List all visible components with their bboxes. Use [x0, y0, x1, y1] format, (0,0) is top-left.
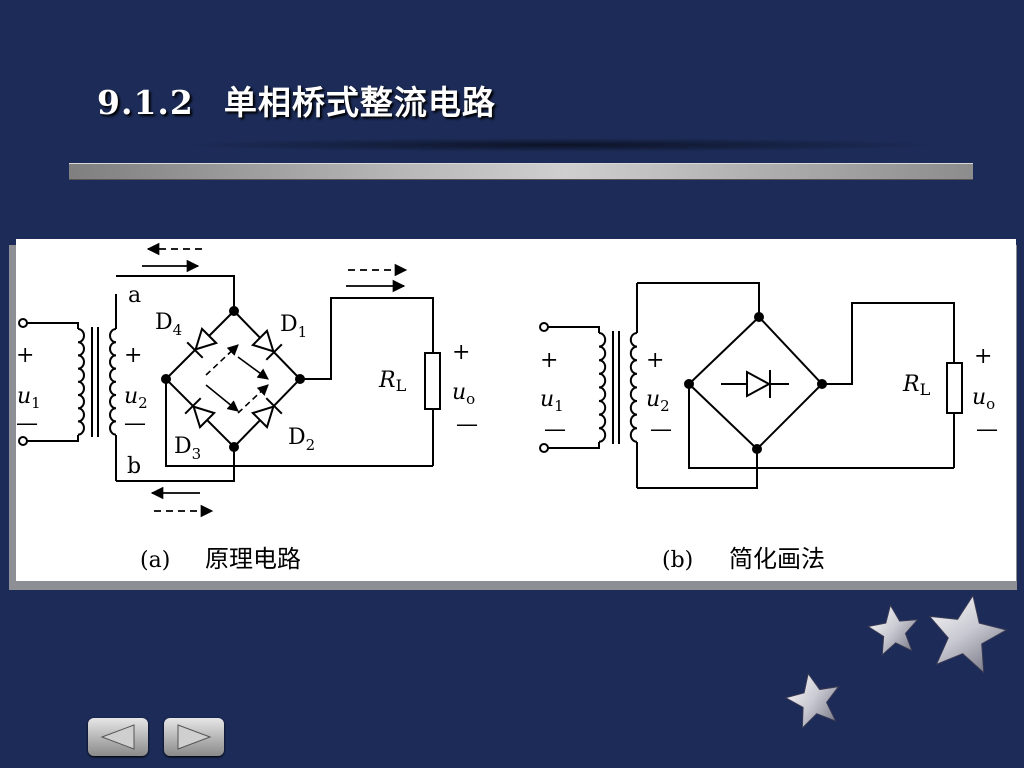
star-icon [866, 603, 919, 657]
title-rule [69, 163, 973, 180]
star-icon [784, 672, 840, 730]
diode-d4-symbol [186, 326, 219, 359]
diagram-b-secondary-winding [629, 283, 638, 488]
uo-plus: + [452, 340, 470, 365]
circuit-diagrams: a b D4 D1 D3 D2 + u1 — + u2 — RL + uo — … [16, 242, 998, 573]
node-b-bottom [752, 444, 762, 454]
diagram-a-core [91, 327, 99, 437]
node-left [161, 374, 171, 384]
node-b-right [817, 379, 827, 389]
b-load-label: RL [902, 372, 931, 399]
b-uo-minus: — [976, 417, 998, 442]
diode-d2-symbol [250, 397, 283, 430]
title-rule-shadow [180, 138, 940, 152]
u2-minus: — [124, 411, 146, 436]
b-u1-plus: + [540, 348, 558, 373]
u2-label: u2 [124, 384, 148, 412]
diagram-a-secondary-winding [109, 294, 117, 481]
diagram-b-primary-winding [539, 322, 607, 453]
star-icon [928, 594, 1008, 674]
decorative-stars [784, 594, 1008, 730]
b-u2-minus: — [650, 417, 672, 442]
caption-b-tag: (b) [662, 548, 693, 573]
diagram-a-load-resistor [424, 352, 441, 410]
u1-plus: + [16, 343, 34, 368]
diode-d2-label: D2 [288, 425, 315, 454]
next-slide-button[interactable] [164, 718, 224, 756]
diagram-a-primary-winding [18, 318, 85, 446]
node-right [295, 374, 305, 384]
node-bottom [229, 442, 239, 452]
diagram-b-load-resistor [946, 362, 963, 414]
slide-title: 9.1.2 单相桥式整流电路 [97, 76, 496, 124]
u2-plus: + [124, 343, 142, 368]
b-u1-minus: — [544, 417, 566, 442]
node-b-label: b [127, 454, 141, 479]
diagram-a-bridge [161, 306, 305, 452]
prev-slide-button[interactable] [88, 718, 148, 756]
caption-a-text: 原理电路 [205, 545, 301, 573]
b-uo-plus: + [974, 344, 992, 369]
diode-d1-symbol [250, 328, 283, 361]
node-a-label: a [128, 283, 141, 308]
diagram-b-core [612, 331, 620, 444]
load-label: RL [378, 368, 407, 395]
section-number: 9.1.2 [97, 83, 194, 122]
u1-minus: — [16, 411, 38, 436]
diagram-a: a b D4 D1 D3 D2 + u1 — + u2 — RL + uo — … [16, 242, 478, 573]
diode-d3-label: D3 [174, 434, 201, 463]
uo-minus: — [456, 412, 478, 437]
diagram-a-outer-current-arrows [142, 242, 408, 518]
b-u1-label: u1 [540, 387, 564, 415]
circuit-panel: a b D4 D1 D3 D2 + u1 — + u2 — RL + uo — … [16, 239, 1016, 581]
diagram-b: + u1 — + u2 — RL + uo — (b) 简化画法 [539, 282, 998, 573]
diagram-a-inner-current-arrows [205, 344, 269, 414]
b-uo-label: uo [972, 385, 995, 413]
caption-a-tag: (a) [140, 548, 170, 573]
uo-label: uo [452, 380, 475, 408]
u1-label: u1 [17, 384, 41, 412]
diagram-b-wires [637, 282, 955, 489]
prev-slide-icon [100, 724, 135, 750]
b-u2-plus: + [646, 348, 664, 373]
next-slide-icon [177, 724, 212, 750]
section-title: 单相桥式整流电路 [223, 83, 496, 122]
diode-d4-label: D4 [155, 310, 182, 339]
bridge-diode-symbol [721, 370, 789, 398]
diode-d1-label: D1 [280, 312, 307, 341]
diagram-a-wires [116, 275, 434, 482]
node-b-left [684, 379, 694, 389]
diode-d3-symbol [184, 397, 217, 430]
caption-b-text: 简化画法 [729, 545, 825, 573]
diagram-b-bridge [684, 312, 827, 454]
node-b-top [754, 312, 764, 322]
node-top [229, 306, 239, 316]
b-u2-label: u2 [646, 387, 670, 415]
